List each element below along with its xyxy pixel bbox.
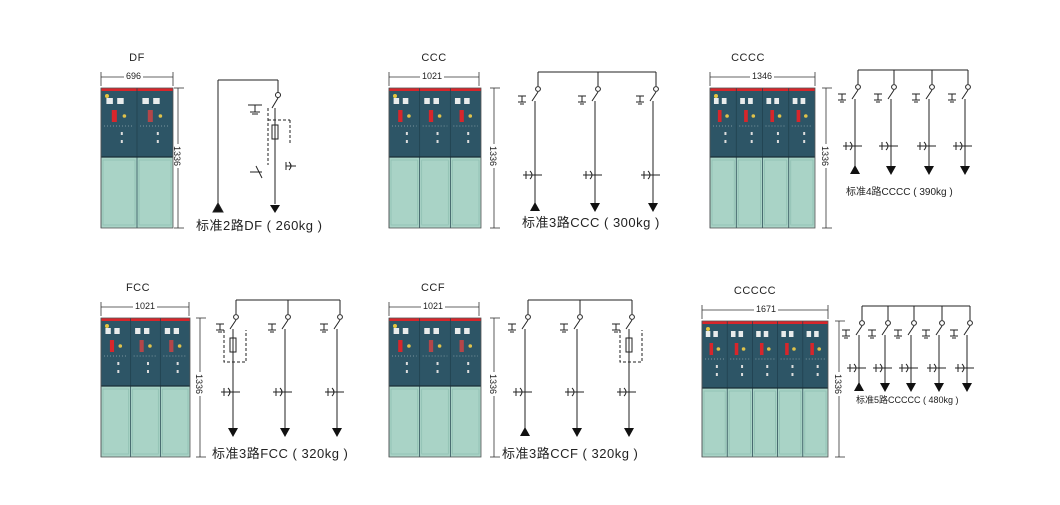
height-dimension: 1336 <box>833 372 843 397</box>
width-dimension: 1021 <box>421 301 446 311</box>
unit-code: CCF <box>420 282 446 294</box>
unit-code: FCC <box>125 282 151 294</box>
unit-code: CCC <box>421 52 447 64</box>
width-dimension: 1346 <box>750 71 775 81</box>
height-dimension: 1336 <box>488 372 498 397</box>
cabinet-drawing <box>388 317 482 458</box>
height-dimension: 1336 <box>172 144 182 169</box>
cabinet-drawing <box>100 317 191 458</box>
unit-caption: 标准5路CCCCC ( 480kg ) <box>856 395 959 405</box>
unit-caption: 标准3路FCC ( 320kg ) <box>212 446 349 461</box>
height-dimension: 1336 <box>488 144 498 169</box>
unit-caption: 标准3路CCC ( 300kg ) <box>522 215 660 230</box>
width-dimension: 1671 <box>754 304 779 314</box>
width-dimension: 1021 <box>420 71 445 81</box>
unit-code: CCCC <box>731 52 765 64</box>
height-dimension: 1336 <box>194 372 204 397</box>
unit-caption: 标准3路CCF ( 320kg ) <box>502 446 639 461</box>
width-dimension: 696 <box>124 71 144 81</box>
cabinet-drawing <box>709 87 816 229</box>
cabinet-drawing <box>388 87 482 229</box>
unit-code: DF <box>129 52 145 64</box>
cabinet-drawing <box>701 320 829 458</box>
width-dimension: 1021 <box>133 301 158 311</box>
height-dimension: 1336 <box>820 144 830 169</box>
unit-caption: 标准2路DF ( 260kg ) <box>196 218 323 233</box>
unit-caption: 标准4路CCCC ( 390kg ) <box>846 187 953 198</box>
unit-code: CCCCC <box>733 285 777 297</box>
cabinet-drawing <box>100 87 174 229</box>
